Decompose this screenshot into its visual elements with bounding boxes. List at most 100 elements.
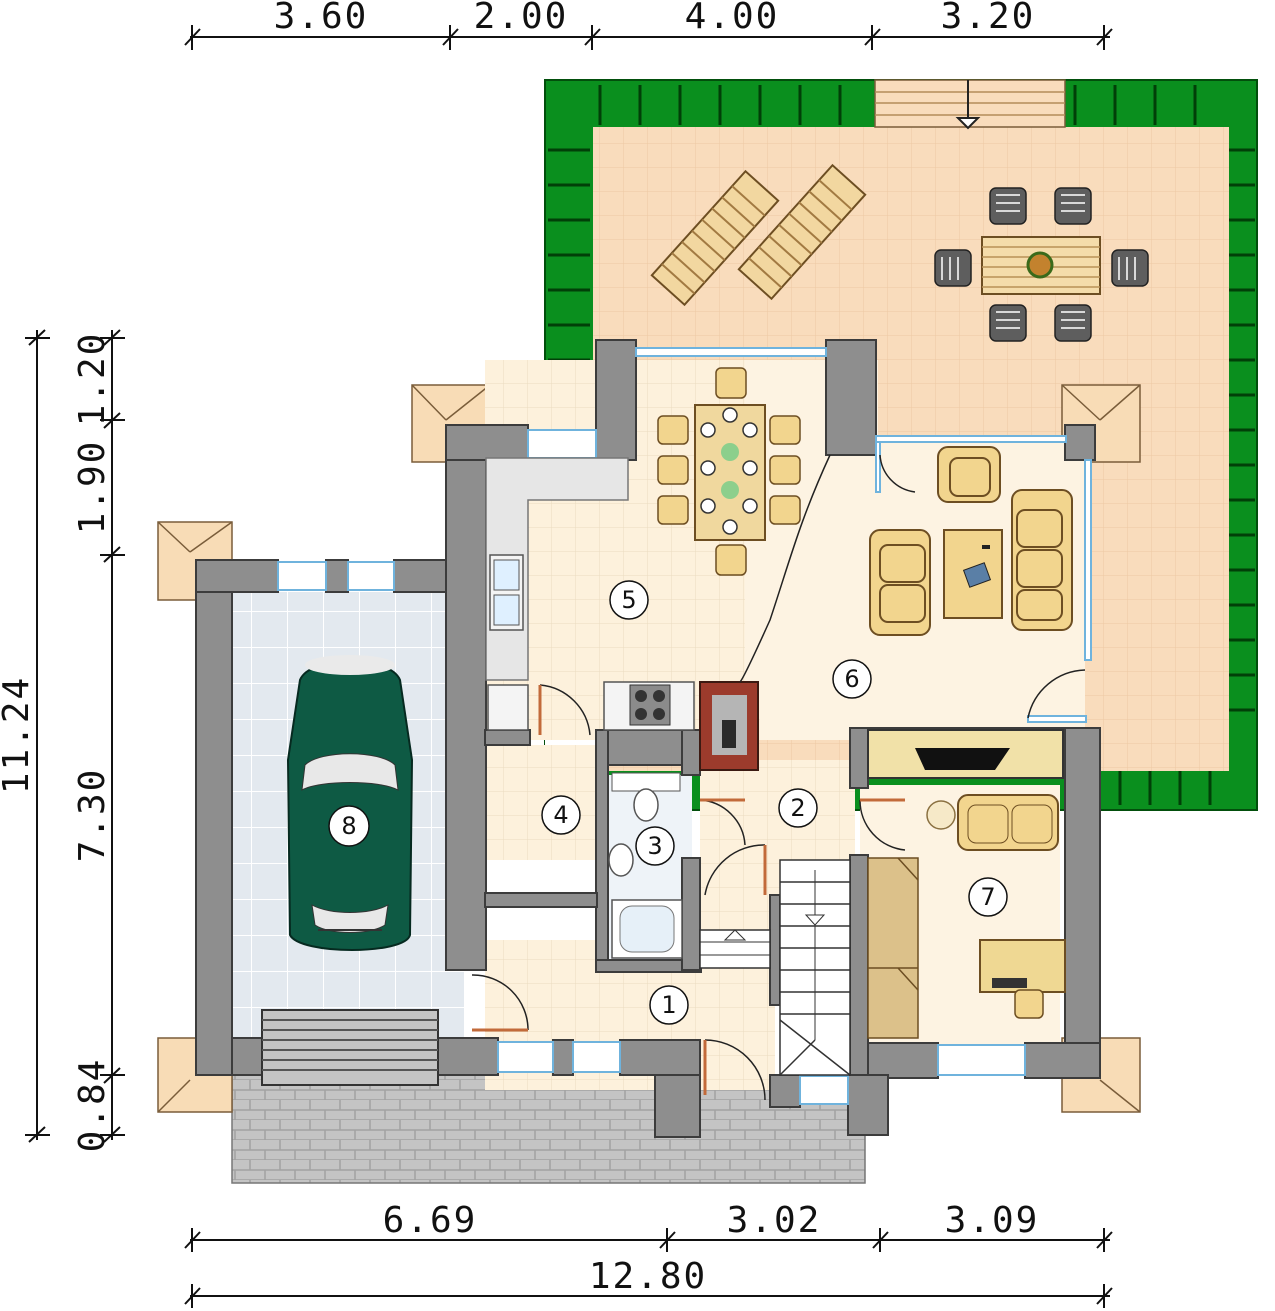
- staircase-icon: [699, 859, 851, 1076]
- dining-table-icon: [657, 367, 801, 576]
- wall: [867, 1042, 939, 1079]
- kitchen-counter: [485, 457, 695, 731]
- dim-bottom-2: 3.02: [727, 1200, 822, 1241]
- sun-lounger-icon: [650, 169, 780, 307]
- room-number-3: 3: [647, 832, 662, 860]
- toilet-icon: [633, 788, 659, 822]
- wall: [552, 1039, 574, 1076]
- wall: [195, 559, 233, 1076]
- dim-top-1: 3.60: [274, 0, 369, 37]
- window: [1084, 459, 1092, 661]
- dim-bottom-3: 3.09: [945, 1200, 1040, 1241]
- wall: [681, 857, 701, 971]
- roof-edge-pattern-left: [548, 148, 590, 362]
- door-swing: [471, 974, 529, 1031]
- door-swing: [704, 844, 766, 896]
- room-number-5: 5: [621, 586, 636, 614]
- wall: [619, 1039, 701, 1076]
- dim-left-inner-3: 7.30: [72, 768, 113, 863]
- fireplace-icon: [699, 681, 1064, 779]
- outdoor-dining-set-icon: [934, 187, 1149, 342]
- roof-edge-pattern-top: [598, 85, 1197, 125]
- dim-bottom-1: 6.69: [383, 1200, 478, 1241]
- fridge-icon: [487, 684, 529, 731]
- window: [635, 347, 827, 357]
- wall: [445, 424, 487, 971]
- door-leaves: [472, 685, 905, 1095]
- dim-top-2: 2.00: [474, 0, 569, 37]
- dim-left-inner-2: 1.90: [72, 440, 113, 535]
- wall: [325, 559, 349, 593]
- door-swing: [879, 454, 916, 493]
- wall: [769, 1074, 801, 1108]
- window: [527, 429, 597, 459]
- room-number-6: 6: [844, 665, 859, 693]
- window: [937, 1044, 1026, 1076]
- door-swing: [704, 1039, 766, 1101]
- dimension-labels: 3.60 2.00 4.00 3.20 6.69 3.02 3.09 12.80…: [0, 0, 1040, 1297]
- room-number-7: 7: [980, 883, 995, 911]
- door-swing: [539, 684, 591, 736]
- wall: [769, 894, 781, 1006]
- room-number-2: 2: [790, 794, 805, 822]
- garage-door-icon: [261, 1009, 439, 1086]
- door-swing: [1027, 669, 1086, 719]
- window: [277, 561, 327, 591]
- wall: [437, 1037, 499, 1076]
- roof-edge-pattern-right: [1228, 148, 1255, 712]
- wall: [595, 339, 637, 461]
- wall: [654, 1074, 701, 1138]
- sofa-icon: [869, 446, 1073, 636]
- washbasin-icon: [608, 843, 634, 877]
- door-swing: [859, 799, 906, 851]
- wall: [849, 727, 869, 789]
- dim-top-3: 4.00: [685, 0, 780, 37]
- dim-left-outer: 11.24: [0, 676, 37, 794]
- wall: [681, 729, 701, 776]
- window: [1027, 715, 1087, 723]
- lamp-icon: [926, 800, 956, 830]
- dim-top-4: 3.20: [941, 0, 1036, 37]
- study-furniture: [867, 794, 1066, 1039]
- wall: [231, 1037, 263, 1076]
- room-number-1: 1: [661, 991, 676, 1019]
- stair-arrow-icon: [955, 80, 981, 130]
- bathroom-fixtures: [608, 772, 683, 959]
- wall: [1064, 727, 1101, 1079]
- window: [572, 1041, 621, 1073]
- dim-left-inner-1: 1.20: [72, 332, 113, 427]
- wall: [195, 559, 279, 593]
- window: [347, 561, 395, 591]
- dimension-lines: [25, 25, 1113, 1308]
- room-number-8: 8: [341, 812, 356, 840]
- doors: [471, 454, 1086, 1101]
- wall: [825, 339, 877, 456]
- wardrobe-icon: [867, 857, 919, 1039]
- coffee-table-icon: [943, 529, 1003, 619]
- stove-icon: [629, 684, 671, 726]
- terrace-stair-steps: [875, 91, 1065, 116]
- wall: [849, 854, 869, 1096]
- wall: [1024, 1042, 1101, 1079]
- wall: [445, 424, 529, 461]
- entrance-paving: [231, 1074, 866, 1184]
- room-number-4: 4: [553, 801, 568, 829]
- window: [875, 441, 881, 493]
- wall: [1064, 424, 1096, 461]
- wall: [484, 729, 531, 746]
- wall: [847, 1074, 889, 1136]
- dim-total: 12.80: [589, 1256, 707, 1297]
- window: [497, 1041, 554, 1073]
- dim-left-inner-4: 0.84: [72, 1058, 113, 1153]
- sun-lounger-icon: [737, 163, 867, 301]
- wall: [484, 892, 598, 908]
- windows: [277, 347, 1092, 1105]
- roof-edge-pattern-bottom: [1118, 770, 1212, 805]
- pantry-floor: [485, 745, 600, 860]
- car-icon: [286, 655, 414, 951]
- window: [799, 1075, 849, 1105]
- window: [875, 435, 1067, 443]
- wall: [595, 729, 609, 971]
- room-divider-curve: [739, 454, 831, 683]
